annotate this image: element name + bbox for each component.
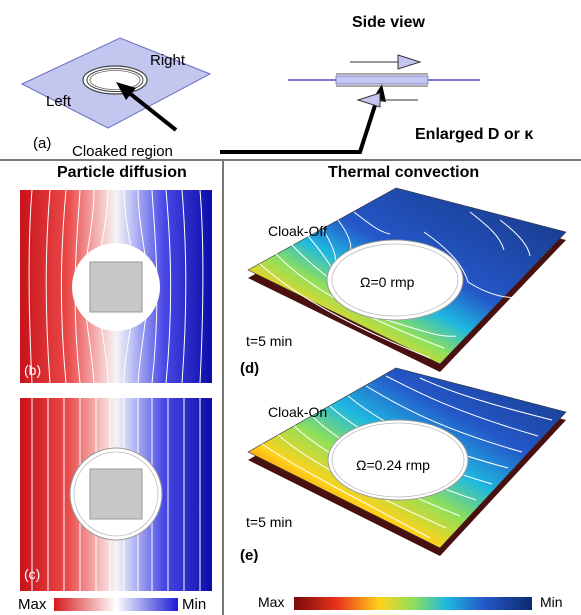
- diffusion-colorbar-max: Max: [18, 596, 47, 613]
- panel-b-tag: (b): [24, 362, 42, 378]
- panel-d-convection-cloak-off: [247, 187, 567, 372]
- panel-c-tag: (c): [24, 566, 41, 582]
- cloaked-region-pointer: [116, 82, 386, 154]
- diffusion-colorbar: [54, 598, 178, 611]
- panel-d-state: Cloak-Off: [268, 223, 327, 239]
- side-view-title: Side view: [352, 14, 425, 31]
- panel-d-omega: Ω=0 rmp: [360, 274, 415, 290]
- enlarged-label: Enlarged D or κ: [415, 126, 534, 143]
- panel-a-tag: (a): [33, 135, 52, 152]
- side-view-diagram: [288, 54, 480, 108]
- panel-e-time: t=5 min: [246, 514, 293, 530]
- cloaked-region-label: Cloaked region: [72, 143, 173, 160]
- panel-d-time: t=5 min: [246, 333, 293, 349]
- thermal-colorbar: [294, 597, 532, 610]
- thermal-colorbar-min: Min: [540, 594, 563, 610]
- panel-d-tag: (d): [240, 360, 260, 377]
- label-right: Right: [150, 52, 186, 69]
- thermal-convection-title: Thermal convection: [328, 164, 480, 181]
- panel-b-diffusion-cloak-off: [20, 190, 212, 383]
- panel-e-tag: (e): [240, 547, 259, 564]
- panel-c-diffusion-cloak-on: [20, 398, 212, 591]
- thermal-colorbar-max: Max: [258, 594, 285, 610]
- particle-diffusion-title: Particle diffusion: [57, 164, 187, 181]
- panel-e-omega: Ω=0.24 rmp: [356, 457, 430, 473]
- panel-e-state: Cloak-On: [268, 404, 328, 420]
- panel-e-convection-cloak-on: [247, 367, 567, 556]
- label-left: Left: [46, 93, 72, 110]
- diffusion-colorbar-min: Min: [182, 596, 207, 613]
